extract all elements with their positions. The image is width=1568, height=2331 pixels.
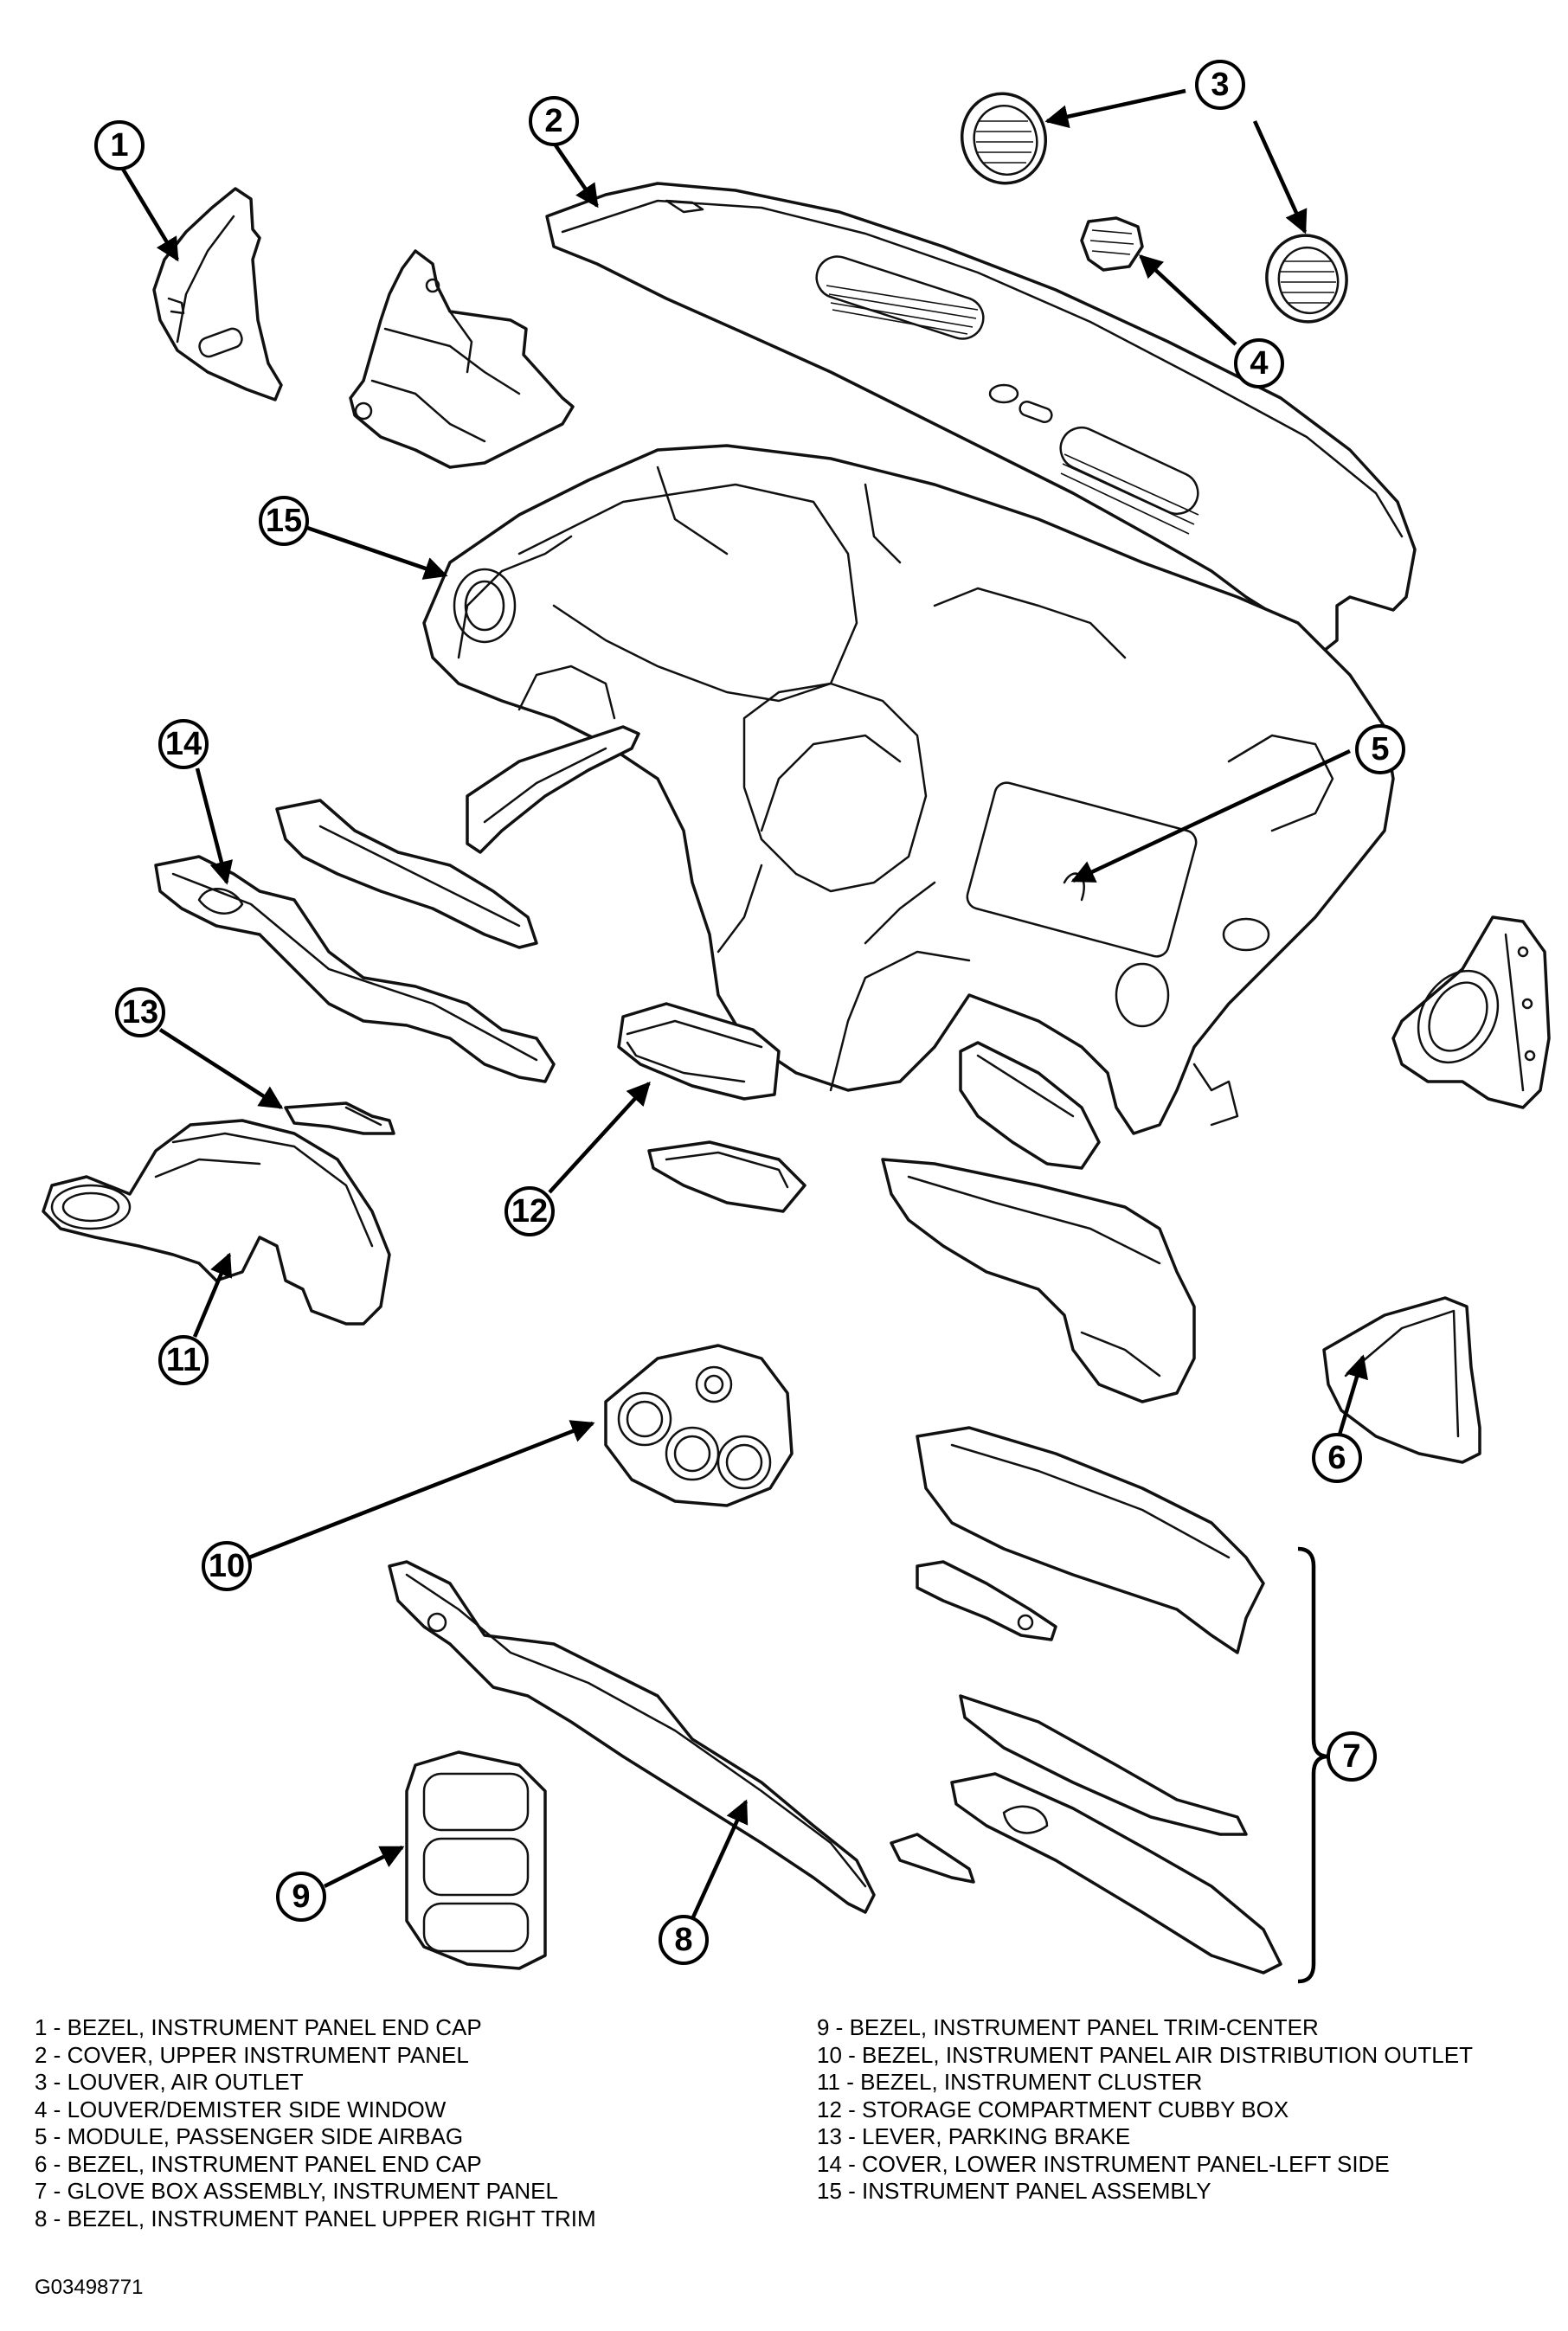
callout-1-number: 1 (110, 127, 128, 164)
part-8-upper-right-trim-bezel (388, 1560, 876, 1914)
callout-13: 13 (115, 987, 165, 1037)
callout-6-number: 6 (1327, 1440, 1346, 1476)
legend-item-4: 4 - LOUVER/DEMISTER SIDE WINDOW (35, 2096, 447, 2122)
part-15-instrument-panel-assembly (422, 444, 1395, 1135)
callout-7: 7 (1327, 1731, 1377, 1782)
legend-left-column: 1 - BEZEL, INSTRUMENT PANEL END CAP 2 - … (35, 2014, 596, 2232)
callout-1: 1 (94, 120, 145, 170)
callout-14-number: 14 (165, 726, 202, 762)
lower-panel-reinforcement (275, 725, 640, 949)
legend-right-column: 9 - BEZEL, INSTRUMENT PANEL TRIM-CENTER … (817, 2014, 1473, 2206)
legend-item-6: 6 - BEZEL, INSTRUMENT PANEL END CAP (35, 2150, 482, 2177)
legend-item-8: 8 - BEZEL, INSTRUMENT PANEL UPPER RIGHT … (35, 2205, 596, 2231)
callout-2: 2 (529, 96, 579, 146)
part-14-lower-panel-cover (154, 855, 556, 1083)
legend-item-1: 1 - BEZEL, INSTRUMENT PANEL END CAP (35, 2014, 482, 2040)
part-11-instrument-cluster-bezel (42, 1119, 391, 1326)
part-1-end-cap-bezel (152, 187, 283, 401)
callout-8: 8 (659, 1915, 709, 1965)
callout-3-number: 3 (1211, 67, 1229, 103)
part-6-end-cap-bezel (1322, 1296, 1481, 1464)
legend-item-2: 2 - COVER, UPPER INSTRUMENT PANEL (35, 2041, 469, 2068)
callout-15: 15 (259, 496, 309, 546)
part-4-demister-louver (1080, 216, 1144, 272)
callout-12: 12 (504, 1186, 555, 1236)
right-side-bracket (1391, 915, 1551, 1109)
callout-7-number: 7 (1342, 1738, 1360, 1775)
callout-15-number: 15 (266, 503, 302, 539)
legend-item-13: 13 - LEVER, PARKING BRAKE (817, 2123, 1131, 2149)
callout-4-number: 4 (1250, 345, 1268, 382)
part-13-parking-brake-lever (284, 1101, 395, 1135)
callout-9-number: 9 (292, 1878, 310, 1915)
callout-2-number: 2 (544, 103, 562, 139)
part-9-center-trim-bezel (405, 1750, 547, 1970)
part-3-air-outlet-louvers (960, 92, 1348, 324)
legend-item-7: 7 - GLOVE BOX ASSEMBLY, INSTRUMENT PANEL (35, 2178, 558, 2204)
legend-item-9: 9 - BEZEL, INSTRUMENT PANEL TRIM-CENTER (817, 2014, 1319, 2040)
left-support-bracket (349, 249, 575, 469)
callout-12-number: 12 (511, 1193, 548, 1230)
part-7-glove-box-assembly (890, 1426, 1282, 1975)
glove-box-group-bracket (1297, 1546, 1329, 1984)
legend-item-12: 12 - STORAGE COMPARTMENT CUBBY BOX (817, 2096, 1289, 2122)
callout-8-number: 8 (674, 1922, 692, 1958)
legend-item-5: 5 - MODULE, PASSENGER SIDE AIRBAG (35, 2123, 464, 2149)
legend-item-10: 10 - BEZEL, INSTRUMENT PANEL AIR DISTRIB… (817, 2041, 1473, 2068)
legend-item-14: 14 - COVER, LOWER INSTRUMENT PANEL-LEFT … (817, 2150, 1390, 2177)
legend-item-15: 15 - INSTRUMENT PANEL ASSEMBLY (817, 2178, 1211, 2204)
callout-11: 11 (158, 1335, 209, 1385)
callout-5-number: 5 (1371, 731, 1389, 767)
legend-item-3: 3 - LOUVER, AIR OUTLET (35, 2069, 304, 2095)
callout-13-number: 13 (122, 994, 158, 1031)
callout-9: 9 (276, 1872, 326, 1922)
callout-3: 3 (1195, 60, 1245, 110)
legend-item-11: 11 - BEZEL, INSTRUMENT CLUSTER (817, 2069, 1203, 2095)
part-10-air-distribution-bezel (604, 1344, 794, 1507)
part-12-cubby-box (617, 1002, 806, 1213)
leader-lines (119, 88, 1368, 1920)
callout-10-number: 10 (209, 1548, 245, 1584)
part-2-upper-panel-cover (545, 182, 1417, 659)
center-lower-bracket (881, 1041, 1196, 1403)
callout-10: 10 (202, 1541, 252, 1591)
figure-code: G03498771 (35, 2276, 144, 2299)
callout-4: 4 (1234, 338, 1284, 388)
callout-5: 5 (1355, 724, 1405, 774)
callout-6: 6 (1312, 1433, 1362, 1483)
callout-14: 14 (158, 719, 209, 769)
callout-11-number: 11 (166, 1342, 201, 1378)
